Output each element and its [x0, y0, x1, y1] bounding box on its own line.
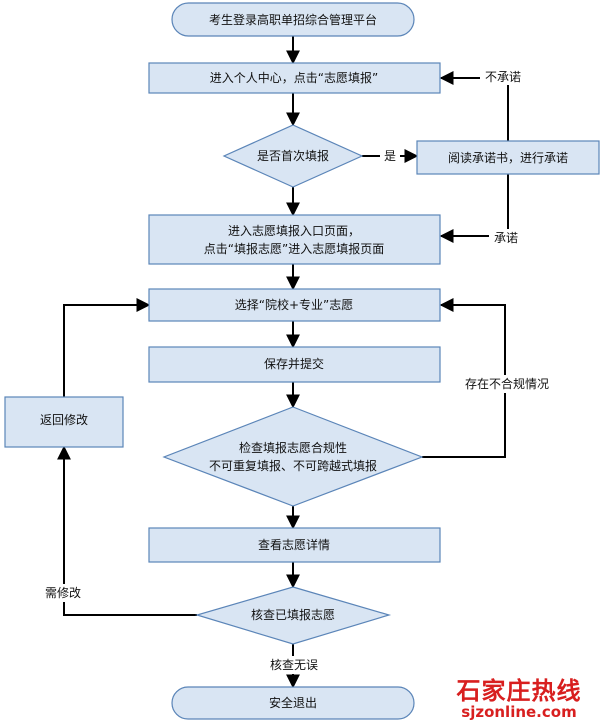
read-pledge-label: 阅读承诺书，进行承诺: [448, 151, 568, 165]
edge-return-to-select: [63, 298, 151, 397]
exit-label: 安全退出: [269, 695, 317, 710]
verify-label: 核查已填报志愿: [251, 607, 335, 622]
first-time-label: 是否首次填报: [257, 148, 329, 163]
verify-decision: [194, 586, 392, 645]
watermark-logo: 石家庄热线 sjzonline.com: [444, 676, 594, 721]
start-node: [171, 2, 415, 37]
edge-label-noncompliant: 存在不合规情况: [465, 376, 549, 391]
entry-page-label-line2: 点击“填报志愿”进入志愿填报页面: [204, 241, 384, 256]
view-details-node: [148, 527, 441, 563]
check-label-line2: 不可重复填报、不可跨越式填报: [209, 458, 377, 473]
nodes: [4, 2, 600, 720]
return-edit-label: 返回修改: [40, 412, 88, 427]
read-pledge-node: [416, 140, 600, 175]
watermark-en: sjzonline.com: [461, 703, 577, 721]
select-choice-label: 选择“院校+专业”志愿: [235, 297, 354, 312]
start-label: 考生登录高职单招综合管理平台: [209, 12, 377, 27]
edge-label-verified-ok: 核查无误: [270, 658, 318, 672]
entry-page-label-line1: 进入志愿填报入口页面，: [228, 223, 360, 238]
edge-label-pledge: 承诺: [494, 231, 518, 245]
personal-center-node: [148, 62, 441, 94]
edge-label-need-edit: 需修改: [45, 585, 81, 600]
edge-label-no-pledge: 不承诺: [485, 70, 521, 84]
check-decision: [162, 406, 424, 507]
watermark-cn: 石家庄热线: [456, 676, 582, 705]
save-submit-node: [148, 346, 441, 383]
check-label-line1: 检查填报志愿合规性: [239, 440, 347, 455]
personal-center-label: 进入个人中心，点击“志愿填报”: [210, 70, 378, 85]
select-choice-node: [148, 288, 441, 322]
edge-pledge: [439, 174, 509, 243]
exit-node: [171, 686, 415, 720]
edge-labels: 是 不承诺 承诺 存在不合规情况 需修改 核查无误: [38, 67, 557, 674]
edge-no-pledge: [439, 71, 509, 141]
node-labels: 考生登录高职单招综合管理平台 进入个人中心，点击“志愿填报” 是否首次填报 阅读…: [40, 12, 568, 710]
entry-page-node: [148, 214, 441, 265]
first-time-decision: [222, 124, 364, 188]
view-details-label: 查看志愿详情: [258, 537, 330, 552]
return-edit-node: [4, 396, 124, 448]
save-submit-label: 保存并提交: [264, 356, 324, 371]
edge-need-edit: [57, 445, 197, 616]
edge-label-yes: 是: [384, 149, 396, 163]
